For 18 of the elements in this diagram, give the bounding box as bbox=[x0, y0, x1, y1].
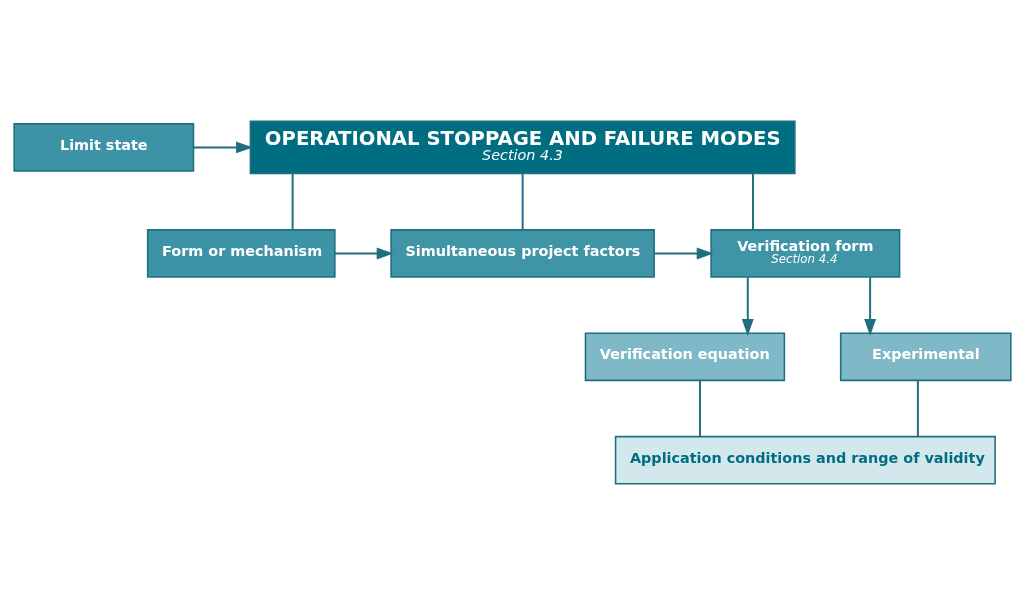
node-box: Experimental bbox=[839, 331, 1012, 381]
node-box: Application conditions and range of validity bbox=[614, 435, 996, 485]
arrow bbox=[192, 140, 254, 153]
node-box: Verification form Section 4.4 bbox=[710, 228, 901, 278]
connector bbox=[291, 172, 294, 231]
node-box: OPERATIONAL STOPPAGE AND FAILURE MODES Section 4.3 bbox=[249, 119, 796, 174]
node-box: Limit state bbox=[13, 122, 195, 172]
arrow bbox=[741, 275, 754, 336]
connector bbox=[521, 172, 524, 231]
connector bbox=[699, 379, 701, 437]
node-box: Simultaneous project factors bbox=[390, 228, 655, 278]
connector bbox=[916, 379, 919, 437]
node-box: Form or mechanism bbox=[146, 228, 336, 278]
arrow bbox=[333, 246, 394, 259]
arrow bbox=[653, 246, 714, 259]
connector bbox=[752, 172, 754, 231]
arrow bbox=[864, 275, 877, 336]
node-box: Verification equation bbox=[584, 331, 786, 381]
